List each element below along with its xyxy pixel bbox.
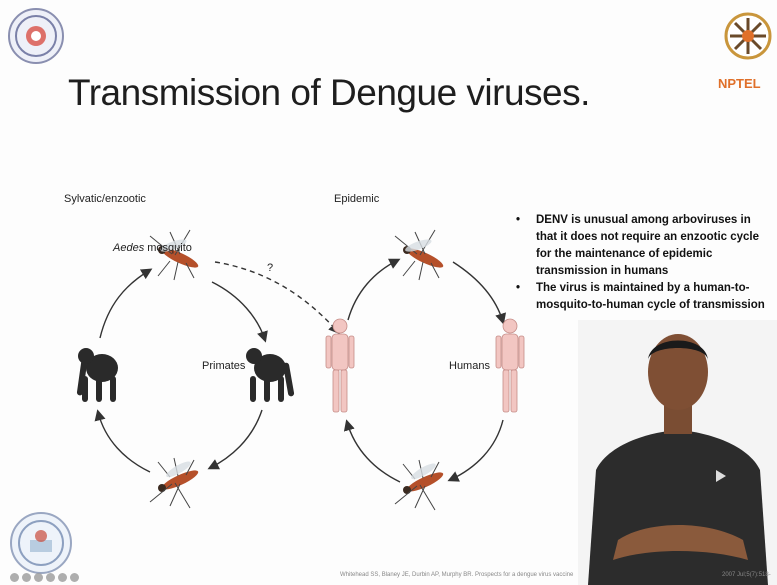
chimpanzee-icon: [77, 348, 118, 402]
bullet-list: DENV is unusual among arboviruses in tha…: [512, 212, 774, 314]
aedes-mosquito-label: Aedes mosquito: [113, 242, 192, 254]
arrow-mosquito-to-primates: [212, 282, 265, 340]
arrow-human-to-mosquito-bottom: [450, 420, 503, 480]
citation-text: Whitehead SS, Blaney JE, Durbin AP, Murp…: [340, 572, 573, 578]
arrow-primates-to-mosquito: [210, 410, 262, 468]
citation-end-text: 2007 Jul;5(7):518-: [722, 572, 771, 578]
control-icon[interactable]: [58, 573, 67, 582]
arrow-human-to-mosquito-top: [348, 260, 398, 320]
control-icon[interactable]: [34, 573, 43, 582]
arrow-mosquito-to-chimp: [98, 412, 150, 472]
mosquito-icon: [150, 230, 200, 280]
mosquito-icon: [395, 460, 445, 510]
aedes-genus-text: Aedes: [113, 242, 144, 254]
human-figure-icon: [496, 319, 524, 412]
control-icon[interactable]: [46, 573, 55, 582]
chimpanzee-icon: [246, 348, 295, 402]
control-icon[interactable]: [22, 573, 31, 582]
arrow-chimp-to-mosquito: [100, 270, 150, 338]
iitg-seal-icon: [10, 512, 72, 574]
slide-controls: [10, 573, 79, 582]
mosquito-icon: [395, 230, 445, 280]
aedes-rest-text: mosquito: [144, 242, 192, 254]
epidemic-label: Epidemic: [334, 193, 379, 205]
control-icon[interactable]: [10, 573, 19, 582]
human-figure-icon: [326, 319, 354, 412]
sylvatic-label: Sylvatic/enzootic: [64, 193, 146, 205]
mosquito-icon: [150, 458, 200, 508]
control-icon[interactable]: [70, 573, 79, 582]
humans-label: Humans: [449, 360, 490, 372]
arrow-mosquito-to-human-left: [347, 422, 400, 482]
bullet-item: The virus is maintained by a human-to-mo…: [512, 280, 774, 314]
spillover-dashed-arrow: [215, 262, 338, 332]
arrow-mosquito-to-human-right: [453, 262, 503, 322]
primates-label: Primates: [202, 360, 245, 372]
presenter-video: [578, 320, 777, 585]
bullet-item: DENV is unusual among arboviruses in tha…: [512, 212, 774, 280]
question-mark-label: ?: [267, 262, 273, 274]
